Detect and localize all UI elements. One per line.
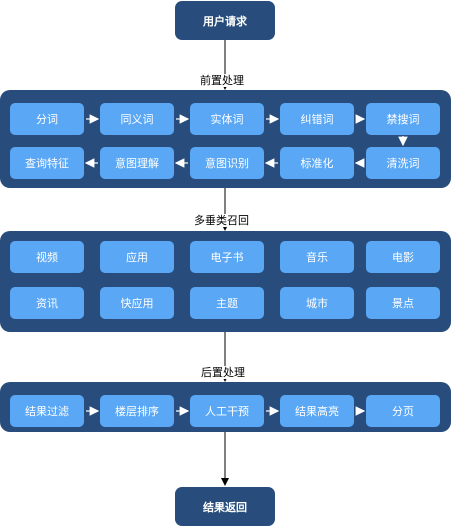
process-box: 意图理解: [100, 147, 174, 179]
process-box: 结果高亮: [280, 395, 354, 427]
process-box: 纠错词: [280, 103, 354, 135]
process-box: 资讯: [10, 287, 84, 319]
process-box: 标准化: [280, 147, 354, 179]
process-box: 城市: [280, 287, 354, 319]
process-box: 电子书: [190, 241, 264, 273]
process-box: 快应用: [100, 287, 174, 319]
process-box: 分页: [366, 395, 440, 427]
process-box: 音乐: [280, 241, 354, 273]
process-box: 实体词: [190, 103, 264, 135]
process-box: 禁搜词: [366, 103, 440, 135]
process-box: 清洗词: [366, 147, 440, 179]
process-box: 景点: [366, 287, 440, 319]
process-box: 电影: [366, 241, 440, 273]
stage-label-recall: 多垂类召回: [193, 214, 250, 227]
process-box: 楼层排序: [100, 395, 174, 427]
process-box: 视频: [10, 241, 84, 273]
process-box: 人工干预: [190, 395, 264, 427]
process-box: 查询特征: [10, 147, 84, 179]
end-node: 结果返回: [175, 487, 275, 526]
start-node: 用户请求: [175, 1, 275, 40]
process-box: 意图识别: [190, 147, 264, 179]
process-box: 同义词: [100, 103, 174, 135]
stage-label-postprocess: 后置处理: [200, 366, 246, 379]
process-box: 主题: [190, 287, 264, 319]
process-box: 结果过滤: [10, 395, 84, 427]
process-box: 应用: [100, 241, 174, 273]
stage-label-preprocess: 前置处理: [199, 74, 245, 87]
process-box: 分词: [10, 103, 84, 135]
